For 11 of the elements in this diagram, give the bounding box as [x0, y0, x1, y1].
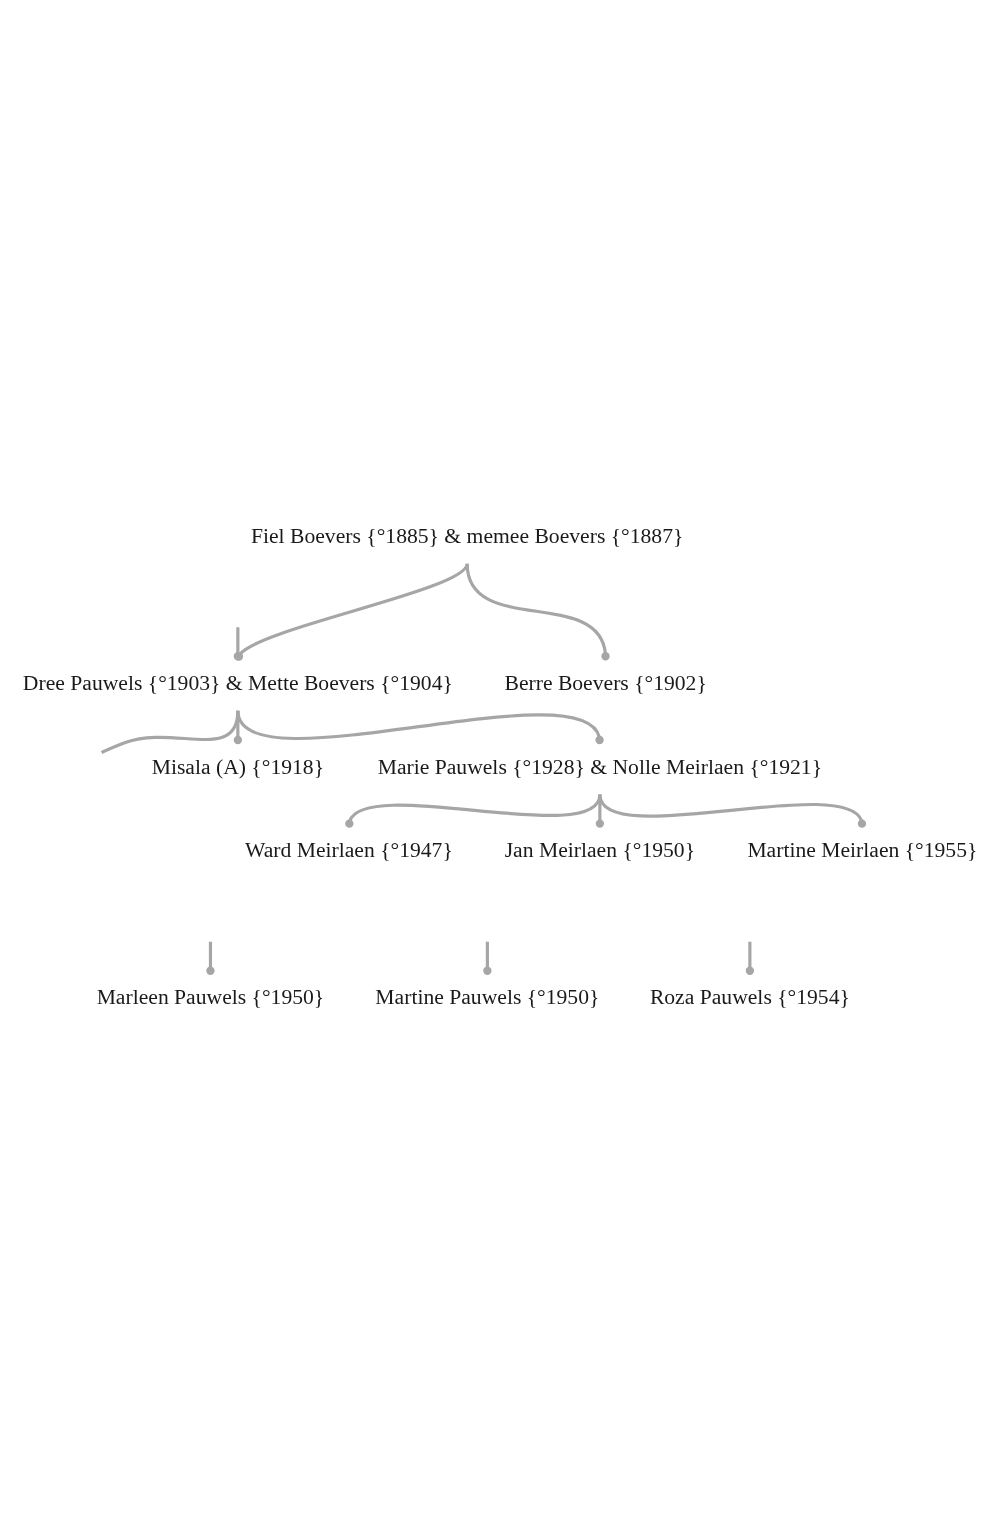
- node-text: Dree Pauwels {°1903} & Mette Boevers {°1904}: [22, 670, 453, 695]
- node-text: Berre Boevers {°1902}: [504, 670, 707, 695]
- node-text: Misala (A) {°1918}: [151, 754, 325, 779]
- node-text: Jan Meirlaen {°1950}: [504, 837, 696, 862]
- node-text: Marie Pauwels {°1928} & Nolle Meirlaen {°1921}: [377, 754, 823, 779]
- node-text: Fiel Boevers {°1885} & memee Boevers {°1887}: [251, 523, 684, 548]
- node-text: Marleen Pauwels {°1950}: [96, 984, 325, 1009]
- node-text: Martine Pauwels {°1950}: [375, 984, 600, 1009]
- node-text: Ward Meirlaen {°1947}: [245, 837, 453, 862]
- node-text: Roza Pauwels {°1954}: [649, 984, 850, 1009]
- node-text: Martine Meirlaen {°1955}: [747, 837, 978, 862]
